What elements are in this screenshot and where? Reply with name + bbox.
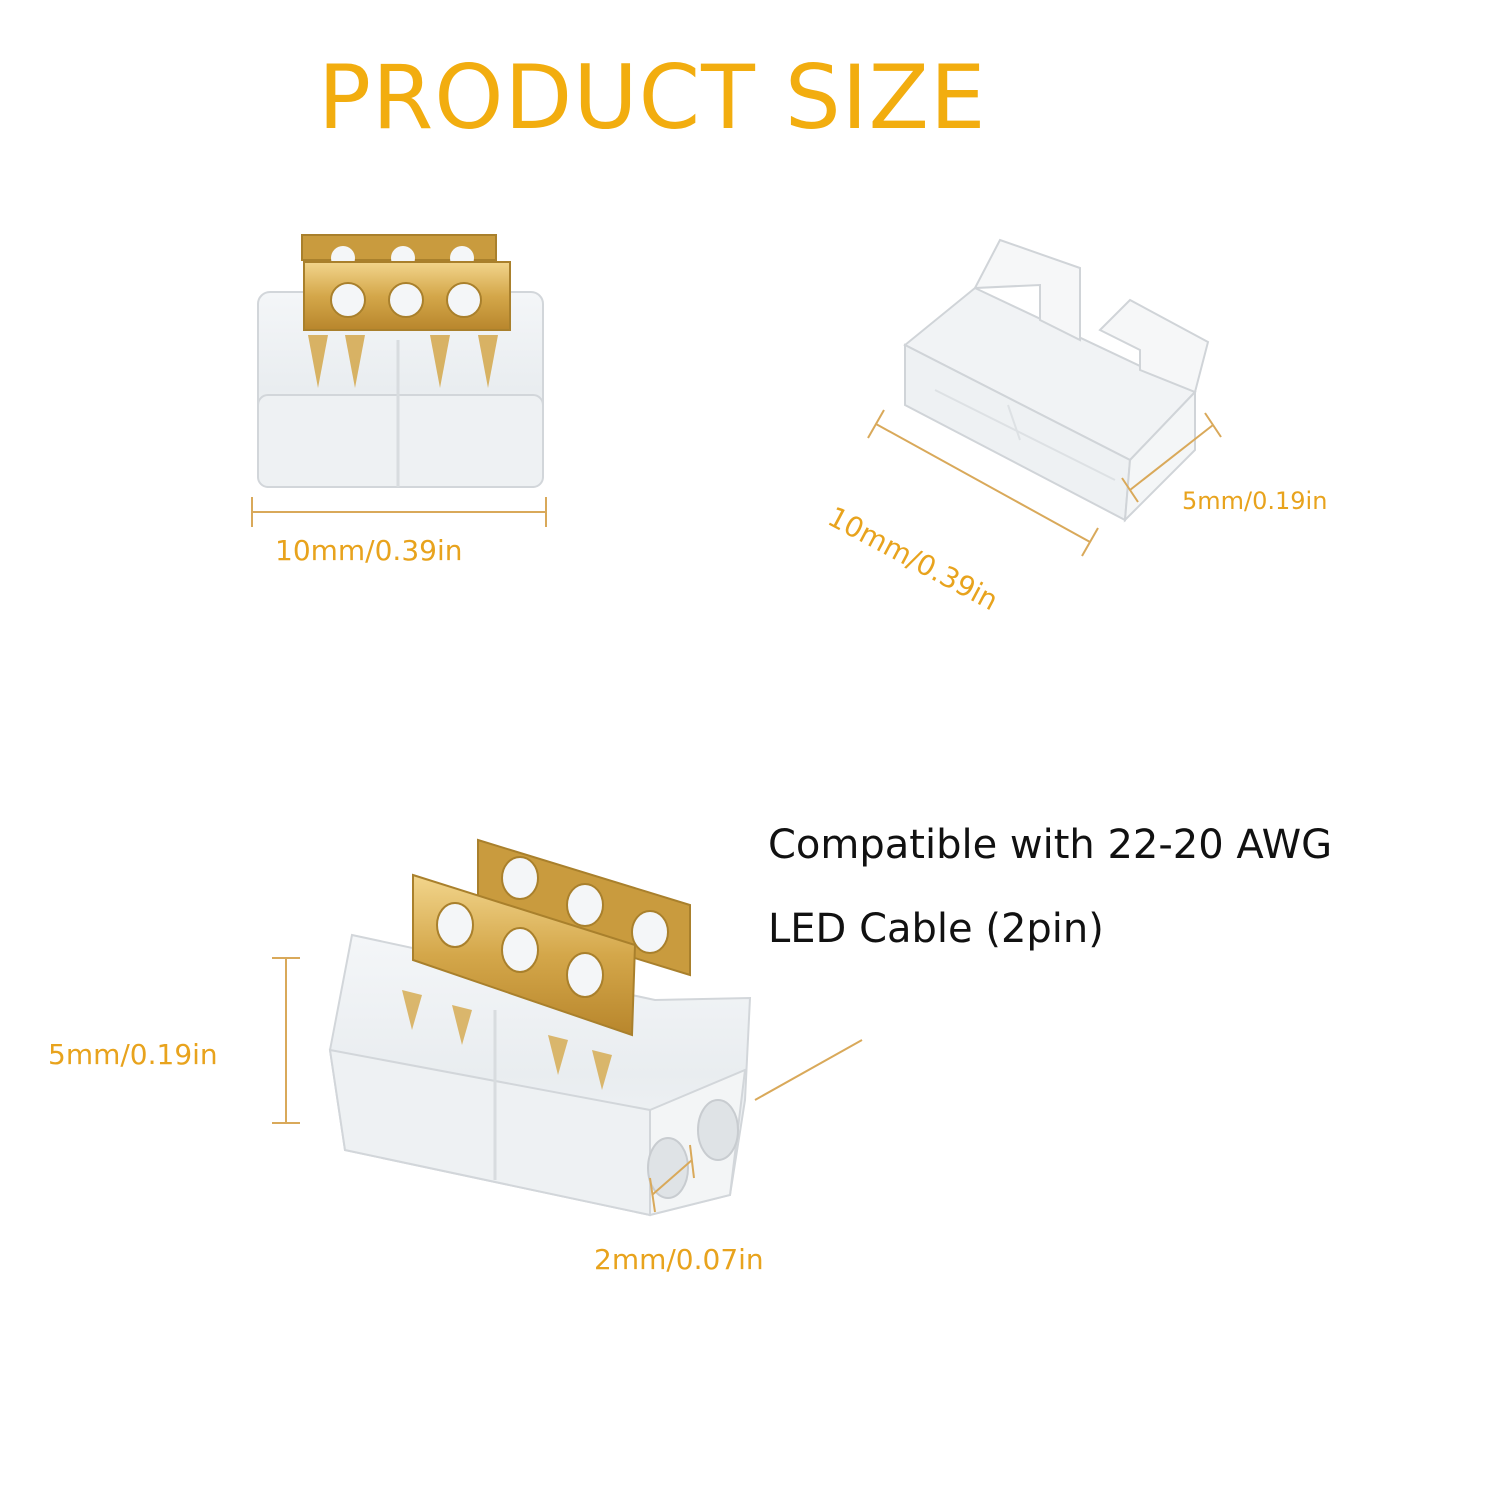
hole-dimension-label: 2mm/0.07in xyxy=(594,1243,764,1276)
compatibility-line-2: LED Cable (2pin) xyxy=(768,906,1104,952)
dimension-lines-bottom xyxy=(272,957,863,1213)
page-title: PRODUCT SIZE xyxy=(318,46,987,149)
dimension-lines-top-right xyxy=(867,409,1222,557)
connector-perspective-view xyxy=(328,838,752,1217)
dimension-line-top-left xyxy=(251,497,547,527)
height-dimension-label: 5mm/0.19in xyxy=(48,1038,218,1071)
width-dimension-label: 10mm/0.39in xyxy=(275,534,463,567)
housing-width-dimension-label: 5mm/0.19in xyxy=(1182,487,1328,515)
connector-housing-view xyxy=(903,238,1210,523)
compatibility-line-1: Compatible with 22-20 AWG xyxy=(768,822,1333,868)
connector-front-view xyxy=(257,234,544,488)
